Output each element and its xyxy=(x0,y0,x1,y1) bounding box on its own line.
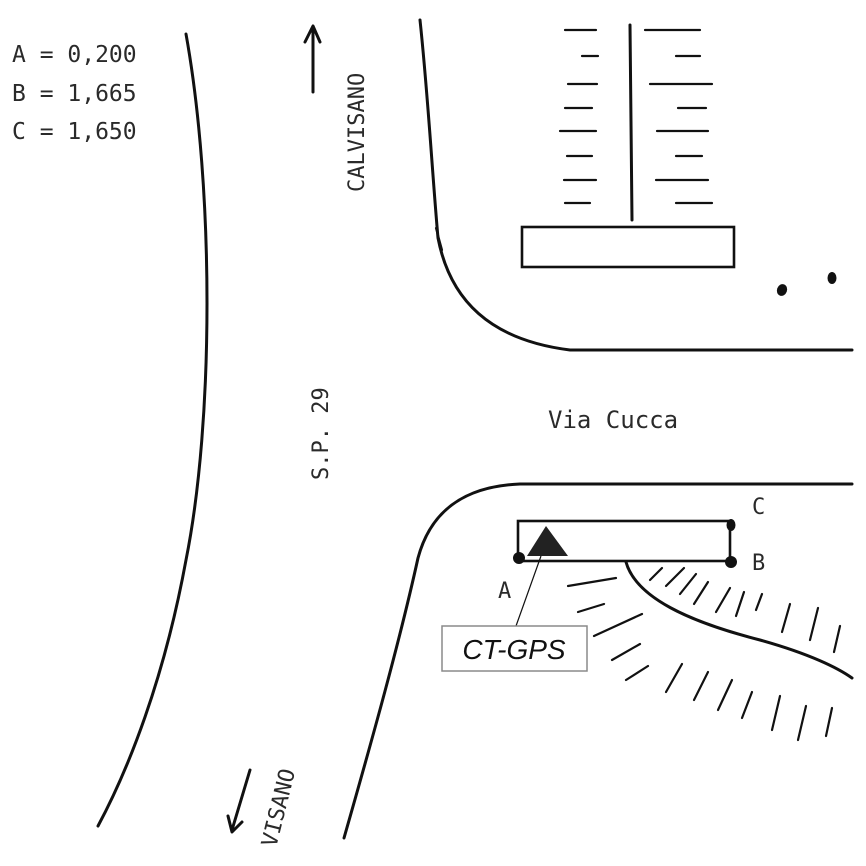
north-direction-label: CALVISANO xyxy=(345,73,370,192)
legend: A = 0,200 B = 1,665 C = 1,650 xyxy=(12,42,137,145)
callout-label: CT-GPS xyxy=(462,634,566,665)
south-direction: VISANO xyxy=(226,766,301,849)
legend-c: C = 1,650 xyxy=(12,119,137,145)
gps-callout: CT-GPS xyxy=(441,555,588,672)
road-edge-tick xyxy=(434,226,444,252)
arrow-down-icon xyxy=(226,768,252,834)
triangle-marker-icon xyxy=(527,526,568,556)
survey-frame: A B C xyxy=(498,495,765,604)
parking-lot xyxy=(520,23,736,269)
point-b-label: B xyxy=(752,551,765,576)
point-a-label: A xyxy=(498,579,511,604)
callout-box xyxy=(441,625,588,672)
point-c-label: C xyxy=(752,495,765,520)
south-direction-label: VISANO xyxy=(258,766,301,849)
legend-b: B = 1,665 xyxy=(12,81,137,107)
main-road-left-edge xyxy=(96,32,209,828)
main-road-label: S.P. 29 xyxy=(309,387,334,480)
legend-a: A = 0,200 xyxy=(12,42,137,68)
main-road-right-edge-north xyxy=(418,18,854,352)
dots xyxy=(776,272,837,296)
point-a-marker xyxy=(513,552,525,564)
point-c-marker xyxy=(726,519,736,531)
main-road-right-edge-south xyxy=(342,482,854,840)
north-direction: CALVISANO xyxy=(303,24,370,192)
embankment xyxy=(566,560,854,742)
arrow-up-icon xyxy=(303,24,322,94)
callout-leader xyxy=(515,555,542,627)
point-b-marker xyxy=(725,556,737,568)
side-street-label: Via Cucca xyxy=(548,406,678,434)
